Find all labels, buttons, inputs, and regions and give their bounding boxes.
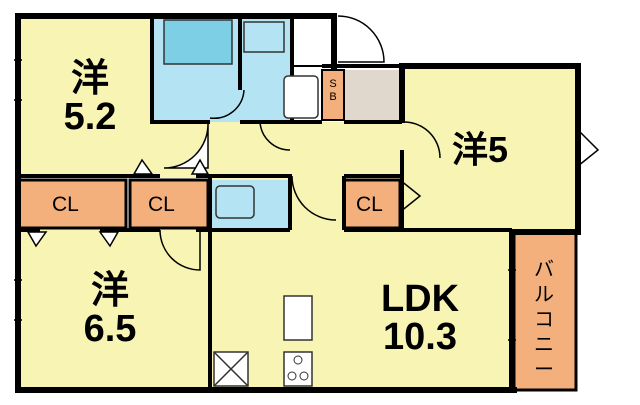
sink-vanity (283, 75, 319, 119)
door-swings (159, 15, 600, 271)
toilet-room (210, 180, 290, 228)
room-label-western-5: 洋5 (452, 129, 509, 170)
burner-1 (293, 355, 303, 365)
balcony-label: バルコニー (534, 259, 554, 381)
walls (15, 13, 581, 393)
hallway (152, 122, 402, 178)
wash-basin (243, 21, 285, 53)
burner-3 (299, 371, 309, 381)
closet-label-left: CL (52, 193, 79, 216)
room-label-western-5-2: 洋 5.2 (63, 58, 117, 138)
burner-2 (287, 371, 297, 381)
windows (14, 59, 516, 341)
kitchen-stove (283, 351, 313, 387)
refrigerator-space (213, 351, 249, 387)
closet-label-right: CL (356, 193, 383, 216)
sb-label: S B (329, 78, 337, 103)
bathtub (163, 19, 233, 65)
sb-storage (321, 69, 345, 121)
room-label-western-6-5: 洋 6.5 (83, 270, 137, 350)
room-western-5-2 (18, 16, 152, 174)
closet-middle (128, 178, 210, 230)
kitchen-sink (283, 295, 313, 341)
balcony (512, 230, 578, 392)
closet-left (16, 178, 128, 230)
shoe-storage (291, 15, 335, 67)
closet-label-middle: CL (148, 193, 175, 216)
interior-walls (18, 16, 512, 390)
room-label-ldk: LDK 10.3 (380, 278, 460, 358)
closet-door-marks (26, 158, 210, 248)
room-western-6-5 (18, 228, 212, 390)
entry-area (334, 16, 402, 66)
toilet-fixture (215, 185, 255, 219)
storage-unit (344, 70, 400, 120)
